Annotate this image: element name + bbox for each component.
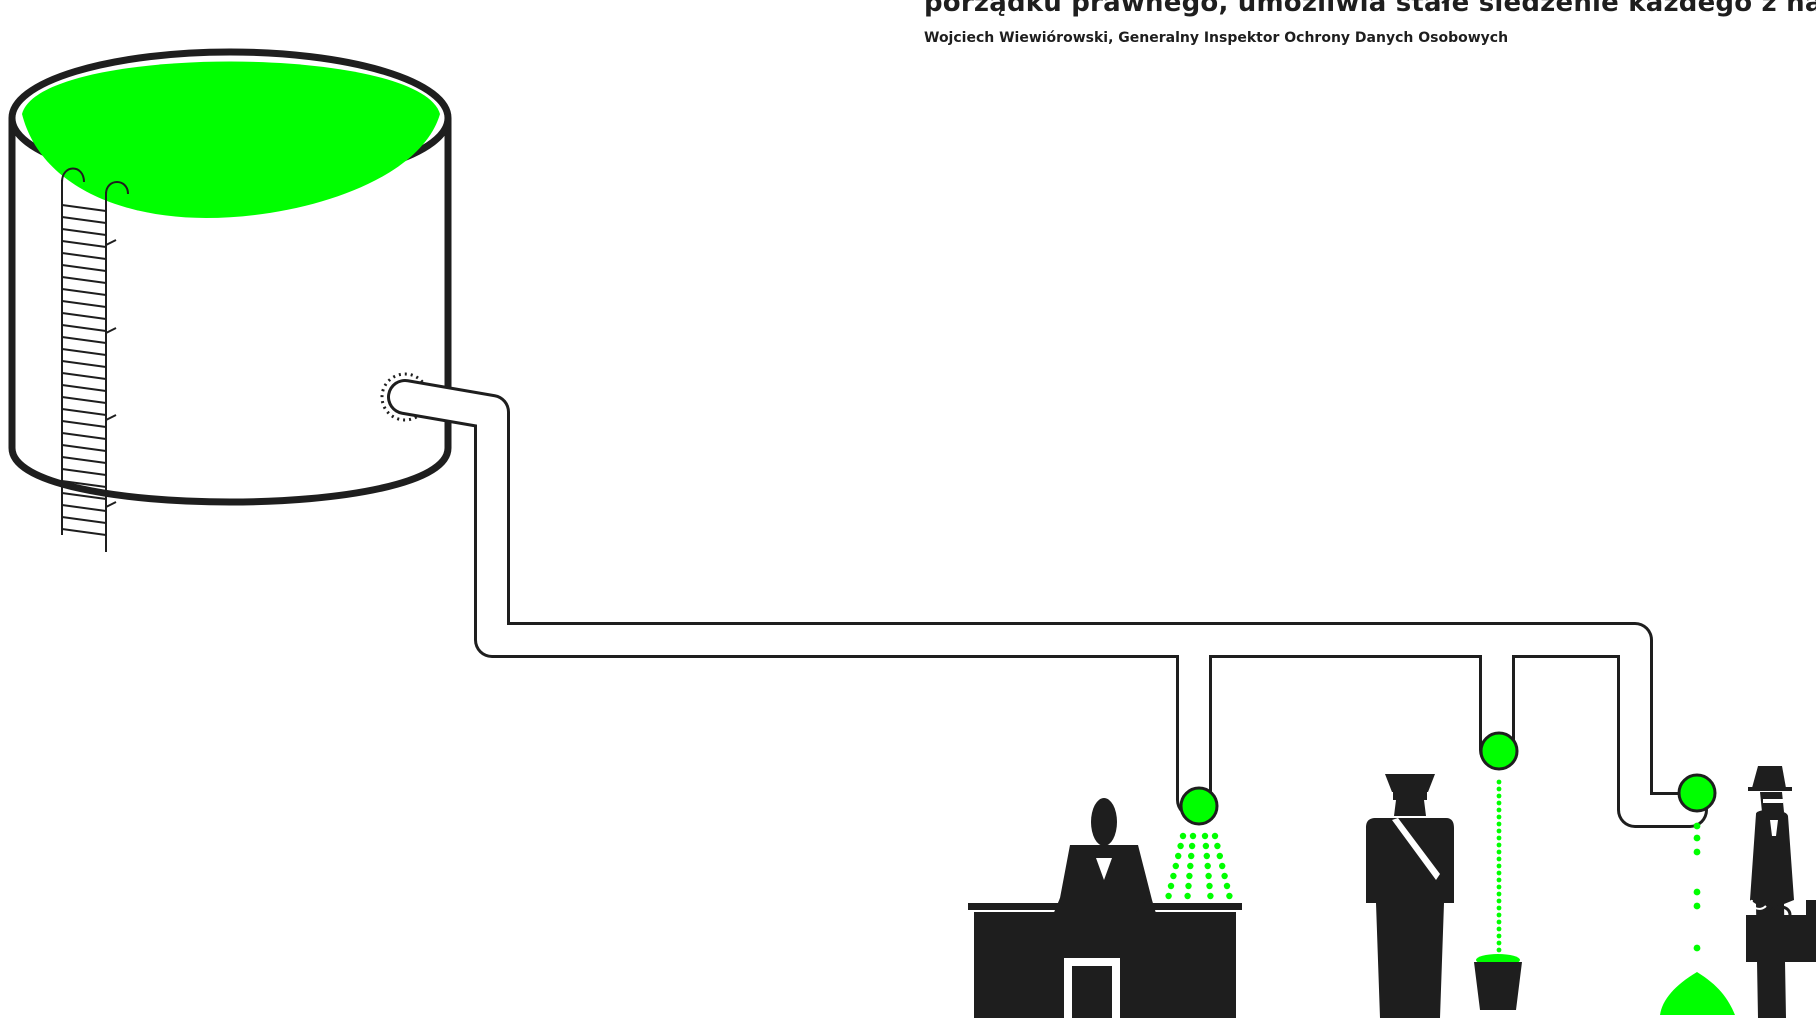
storage-tank-icon bbox=[8, 48, 452, 506]
police-officer-icon bbox=[1366, 774, 1454, 1018]
tank-liquid bbox=[22, 61, 440, 218]
quote-text: porządku prawnego, umożliwia stałe śledz… bbox=[924, 0, 1816, 18]
data-pile-icon bbox=[1660, 972, 1735, 1015]
bucket-icon bbox=[1474, 954, 1522, 1010]
outlet-drops bbox=[1179, 731, 1717, 826]
ladder-icon bbox=[61, 167, 129, 552]
spray-desk bbox=[1165, 832, 1233, 900]
pipe-icon bbox=[387, 379, 1708, 828]
official-at-desk-icon bbox=[968, 798, 1242, 1018]
stream-bucket bbox=[1496, 779, 1502, 953]
quote-author: Wojciech Wiewiórowski, Generalny Inspekt… bbox=[924, 30, 1509, 46]
spy-with-briefcase-icon bbox=[1746, 766, 1816, 1018]
